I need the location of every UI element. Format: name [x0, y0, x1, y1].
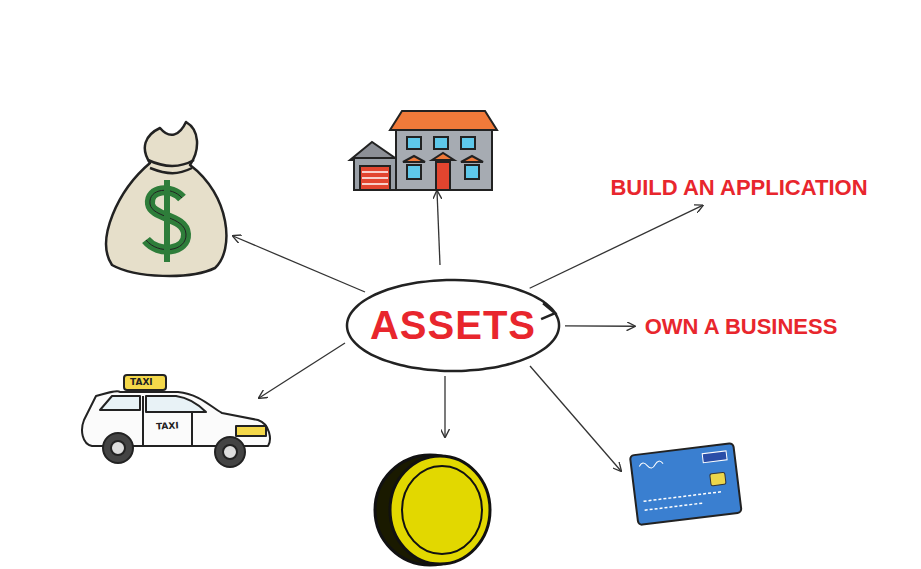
loop-arrowhead [541, 303, 555, 319]
central-ellipse: ASSETS [345, 278, 561, 373]
taxi-lettering: TAXI [156, 420, 179, 431]
house [350, 111, 497, 190]
text-node: BUILD AN APPLICATION [608, 174, 869, 202]
ellipse-stroke [347, 280, 559, 371]
node-label: OWN A BUSINESS [645, 314, 838, 340]
picture-arrows [233, 191, 621, 471]
credit-card [630, 443, 742, 525]
node-label: ASSETS [370, 303, 536, 348]
connector-arrow [565, 325, 635, 327]
money-bag [106, 122, 226, 276]
text-node: OWN A BUSINESS [643, 313, 840, 341]
node-label: BUILD AN APPLICATION [610, 175, 867, 201]
taxi [82, 375, 270, 467]
connector-arrow [530, 205, 703, 288]
coin [375, 455, 490, 565]
taxi-lettering: TAXI [130, 377, 153, 387]
